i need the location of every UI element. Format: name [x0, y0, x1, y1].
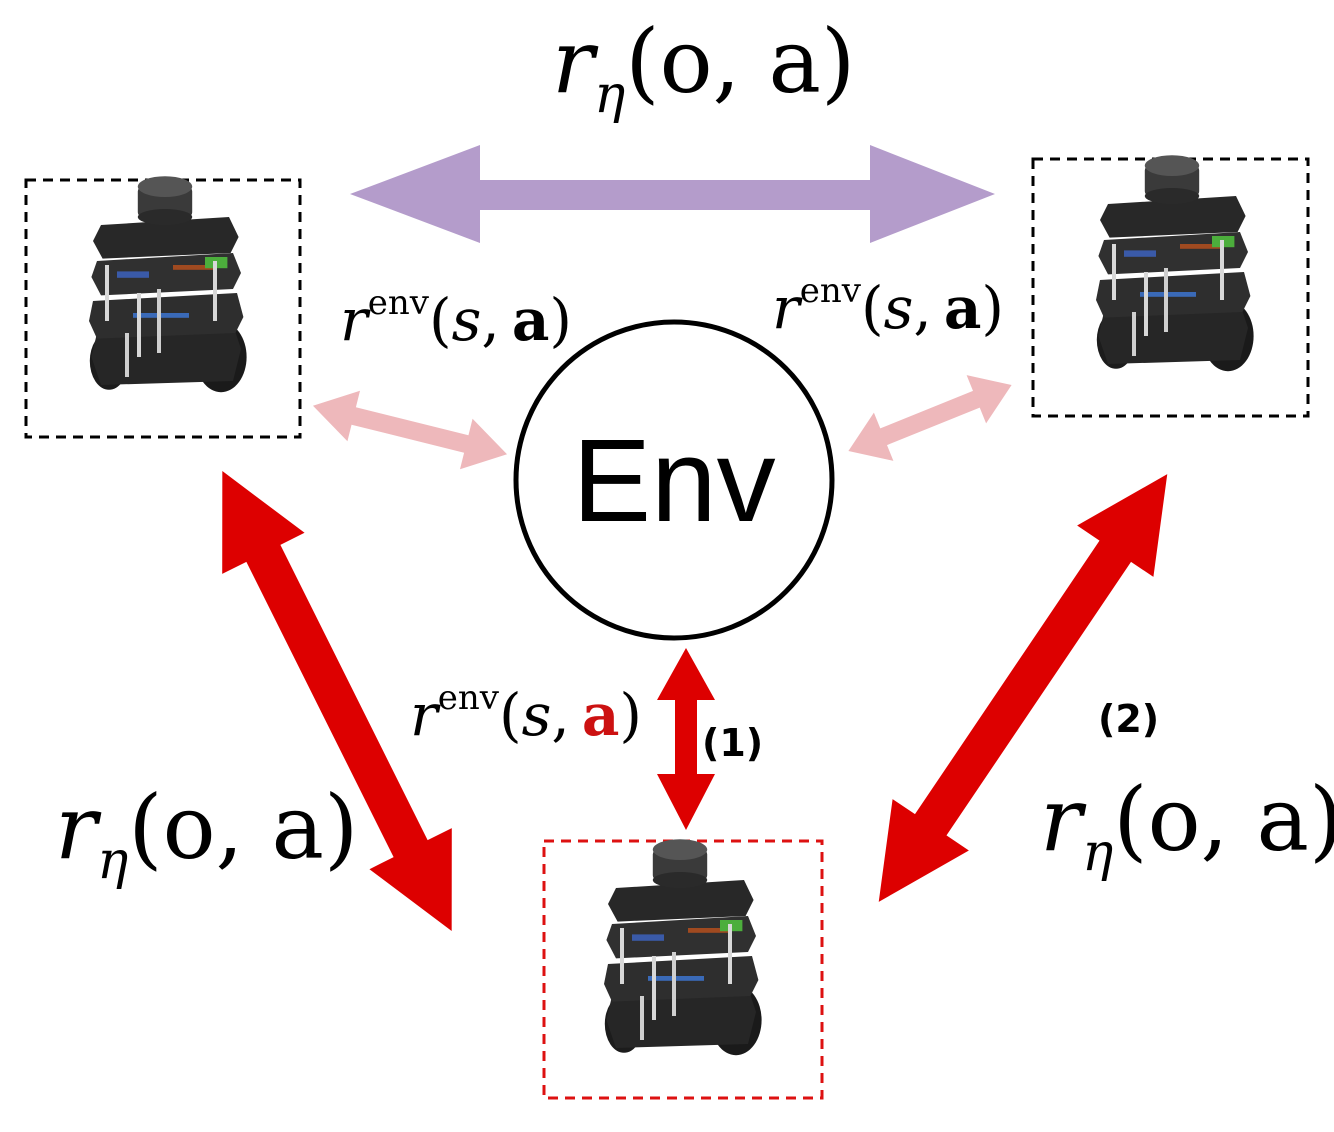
right-red-arrow: [878, 474, 1168, 902]
top-reward-label: rη(o, a): [552, 10, 855, 125]
step-1-label: (1): [702, 721, 763, 765]
turtlebot-robot-icon: [89, 176, 247, 393]
svg-text:renv(s,a): renv(s,a): [340, 283, 572, 354]
svg-text:renv(s,a): renv(s,a): [772, 271, 1004, 342]
turtlebot-robot-icon: [1096, 155, 1254, 372]
bottom-red-arrow: [657, 648, 715, 830]
svg-text:renv(s,a): renv(s,a): [410, 678, 642, 749]
left-red-arrow: [222, 471, 452, 931]
env-node: [513, 319, 835, 641]
svg-text:rη(o, a): rη(o, a): [552, 10, 855, 125]
right-reward-label: rη(o, a): [1040, 768, 1334, 883]
env-reward-label-right: renv(s,a): [772, 271, 1004, 342]
left-reward-label: rη(o, a): [55, 776, 358, 891]
env-reward-label-bottom: renv(s,a): [410, 678, 642, 749]
turtlebot-robot-icon: [604, 839, 762, 1056]
env-reward-label-left: renv(s,a): [340, 283, 572, 354]
left-env-arrow: [312, 390, 508, 470]
svg-text:rη(o, a): rη(o, a): [1040, 768, 1334, 883]
svg-text:rη(o, a): rη(o, a): [55, 776, 358, 891]
env-label: Env: [572, 415, 775, 547]
right-env-arrow: [848, 375, 1012, 461]
top-double-arrow: [350, 145, 995, 243]
step-2-label: (2): [1098, 697, 1159, 741]
